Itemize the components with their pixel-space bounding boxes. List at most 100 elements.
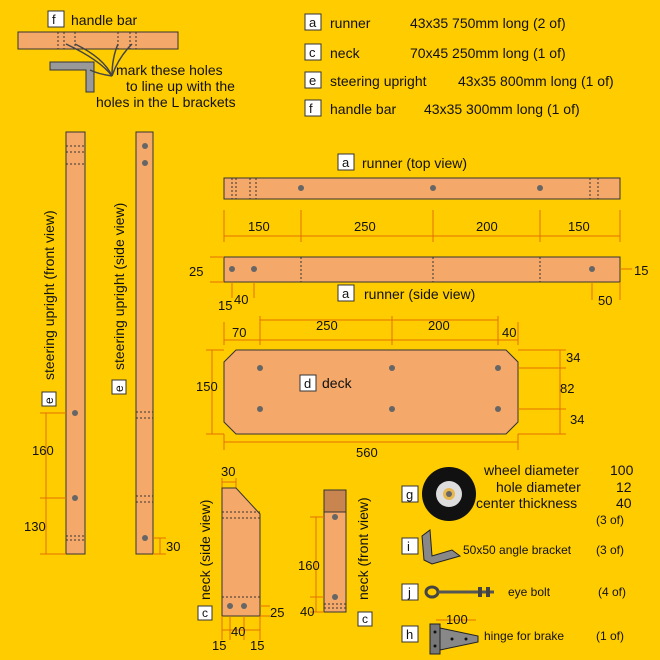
part-letter: j — [407, 585, 411, 600]
dimension-label: 25 — [189, 264, 203, 279]
dimension-label: 250 — [354, 219, 376, 234]
part-label: handle bar — [71, 12, 138, 28]
item-label: 50x50 angle bracket — [463, 543, 572, 557]
l-bracket-icon — [49, 61, 95, 93]
part-letter: i — [407, 539, 410, 554]
neck-front-piece — [323, 511, 347, 613]
part-letter-box — [197, 605, 213, 621]
dimension-label: 40 — [502, 325, 516, 340]
part-label: neck (front view) — [355, 497, 371, 600]
part-letter-box — [401, 583, 419, 601]
hinge-icon — [429, 623, 479, 655]
dimension-label: 70 — [232, 325, 246, 340]
part-spec: 43x35 750mm long (2 of) — [410, 15, 566, 31]
part-letter: e — [309, 73, 316, 88]
dimension-label: 150 — [568, 219, 590, 234]
part-label: runner (top view) — [362, 155, 467, 171]
part-letter: a — [342, 286, 350, 301]
wheel-spec-label: wheel diameter — [483, 462, 579, 478]
item-label: hinge for brake — [484, 629, 564, 643]
parts-list: a runner 43x35 750mm long (2 of) c neck … — [304, 13, 614, 117]
upright-front-piece — [65, 131, 86, 555]
part-letter-box — [47, 10, 65, 28]
dimension-label: 130 — [24, 519, 46, 534]
part-label: steering upright (front view) — [41, 210, 57, 380]
part-letter-box — [299, 374, 317, 392]
dimension-label: 34 — [570, 412, 584, 427]
part-name: steering upright — [330, 73, 427, 89]
dimension-label: 150 — [248, 219, 270, 234]
angle-bracket-icon — [421, 529, 462, 565]
part-spec: 43x35 300mm long (1 of) — [424, 101, 580, 117]
part-letter: h — [406, 627, 413, 642]
deck-piece — [223, 349, 519, 435]
part-spec: 70x45 250mm long (1 of) — [410, 45, 566, 61]
part-letter: d — [304, 376, 311, 391]
part-letter: a — [309, 15, 317, 30]
dimension-label: 160 — [32, 443, 54, 458]
dimension-label: 40 — [300, 604, 314, 619]
part-letter-box — [401, 537, 419, 555]
wheel-spec-value: 40 — [616, 495, 632, 511]
item-label: eye bolt — [508, 585, 551, 599]
part-letter: c — [202, 606, 208, 620]
upright-side-piece — [135, 131, 154, 555]
part-name: runner — [330, 15, 371, 31]
part-letter: e — [42, 397, 56, 404]
note-line: to line up with the — [126, 78, 235, 94]
neck-side-piece — [221, 487, 261, 617]
dimension-label: 25 — [270, 605, 284, 620]
part-letter-box — [41, 391, 57, 407]
part-name: handle bar — [330, 101, 397, 117]
part-letter: f — [52, 12, 56, 27]
part-label: steering upright (side view) — [111, 203, 127, 370]
dimension-label: 34 — [566, 350, 580, 365]
eyebolt-item: j eye bolt (4 of) — [401, 583, 626, 601]
part-letter-box — [304, 43, 322, 61]
part-letter-box — [304, 71, 322, 89]
quantity-label: (3 of) — [596, 543, 624, 557]
part-spec: 43x35 800mm long (1 of) — [458, 73, 614, 89]
dimension-label: 15 — [212, 638, 226, 653]
dimension-label: 200 — [428, 318, 450, 333]
dimension-label: 15 — [250, 638, 264, 653]
neck-front-top — [323, 489, 347, 513]
part-letter-box — [304, 99, 322, 117]
handle-bar-piece — [17, 31, 179, 50]
part-name: neck — [330, 45, 361, 61]
bracket-item: i 50x50 angle bracket (3 of) — [401, 529, 624, 565]
part-letter: e — [112, 385, 126, 392]
part-letter-box — [337, 284, 355, 302]
dimension-label: 200 — [476, 219, 498, 234]
quantity-label: (1 of) — [596, 629, 624, 643]
dimension-label: 160 — [298, 558, 320, 573]
runner-top-view: a runner (top view) 150 250 200 150 — [223, 153, 621, 242]
runner-side-piece — [223, 256, 621, 283]
wheel-item: g wheel diameter 100 hole diameter 12 ce… — [401, 462, 634, 527]
neck-front-view: neck (front view) c 160 40 — [298, 489, 373, 627]
dimension-label: 250 — [316, 318, 338, 333]
quantity-label: (3 of) — [596, 513, 624, 527]
dimension-label: 15 — [634, 263, 648, 278]
steering-upright-front-view: steering upright (front view) e 160 130 — [24, 131, 86, 555]
dimension-label: 150 — [196, 379, 218, 394]
part-letter-box — [401, 485, 419, 503]
part-label: neck (side view) — [197, 500, 213, 600]
part-letter: c — [309, 45, 316, 60]
eye-bolt-icon — [424, 585, 494, 599]
part-letter: c — [362, 612, 368, 626]
steering-upright-side-view: steering upright (side view) e 30 — [111, 131, 180, 555]
quantity-label: (4 of) — [598, 585, 626, 599]
part-letter-box — [337, 153, 355, 171]
wheel-spec-value: 12 — [616, 479, 632, 495]
wheel-spec-value: 100 — [610, 462, 634, 478]
part-label: runner (side view) — [364, 286, 475, 302]
part-letter: g — [406, 487, 413, 502]
runner-side-view: 25 15 40 50 15 a runner (side view) — [189, 256, 648, 313]
handle-bar-drawing: f handle bar mark these holes to line up… — [17, 10, 236, 110]
part-letter-box — [357, 611, 373, 627]
dimension-label: 40 — [231, 624, 245, 639]
part-letter-box — [111, 379, 127, 395]
dimension-label: 50 — [598, 293, 612, 308]
hinge-item: h 100 hinge for brake (1 of) — [401, 612, 624, 655]
